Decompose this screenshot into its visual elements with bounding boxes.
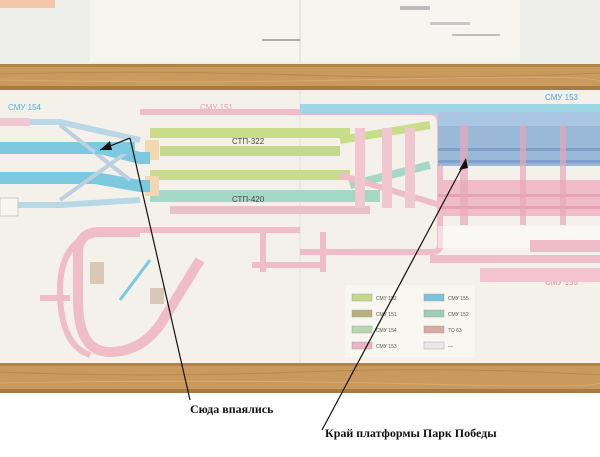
legend-swatch: [423, 325, 445, 334]
label-cmu-155: СМУ 155: [545, 278, 579, 287]
label-str-420: СТП-420: [232, 195, 265, 204]
legend-swatch: [351, 309, 373, 318]
label-cmu-154: СМУ 154: [8, 103, 42, 112]
legend-label: СМУ 151: [376, 312, 397, 318]
legend-label: СМУ 152: [376, 296, 397, 302]
green-track-upper: [150, 128, 350, 138]
caption-left: Сюда впаялись: [190, 402, 274, 416]
caption-right: Край платформы Парк Победы: [325, 426, 497, 440]
legend-label: СМУ 154: [376, 328, 397, 334]
legend-label: СМУ 153: [376, 344, 397, 350]
legend-label: —: [448, 344, 453, 350]
bottom-wood-rail: [0, 363, 600, 393]
legend-swatch: [423, 341, 445, 350]
legend-swatch: [351, 341, 373, 350]
legend-swatch: [423, 293, 445, 302]
annotation-arrow-left: [99, 137, 191, 401]
legend-label: ТО 63: [448, 328, 462, 334]
label-str-322: СТП-322: [232, 137, 265, 146]
teal-track-lower: [150, 190, 380, 202]
legend-swatch: [351, 293, 373, 302]
blue-track-left-lower: [0, 172, 150, 192]
annotation-arrow-right: [321, 158, 468, 431]
label-cmu-151: СМУ 151: [200, 103, 234, 112]
legend-swatch: [351, 325, 373, 334]
legend-label: СМУ 152: [448, 312, 469, 318]
blue-tracks-right-top: [300, 104, 600, 114]
legend-swatch: [423, 309, 445, 318]
upper-map-area: [90, 0, 520, 62]
legend-label: СМУ 155: [448, 296, 469, 302]
label-cmu-153: СМУ 153: [545, 93, 579, 102]
